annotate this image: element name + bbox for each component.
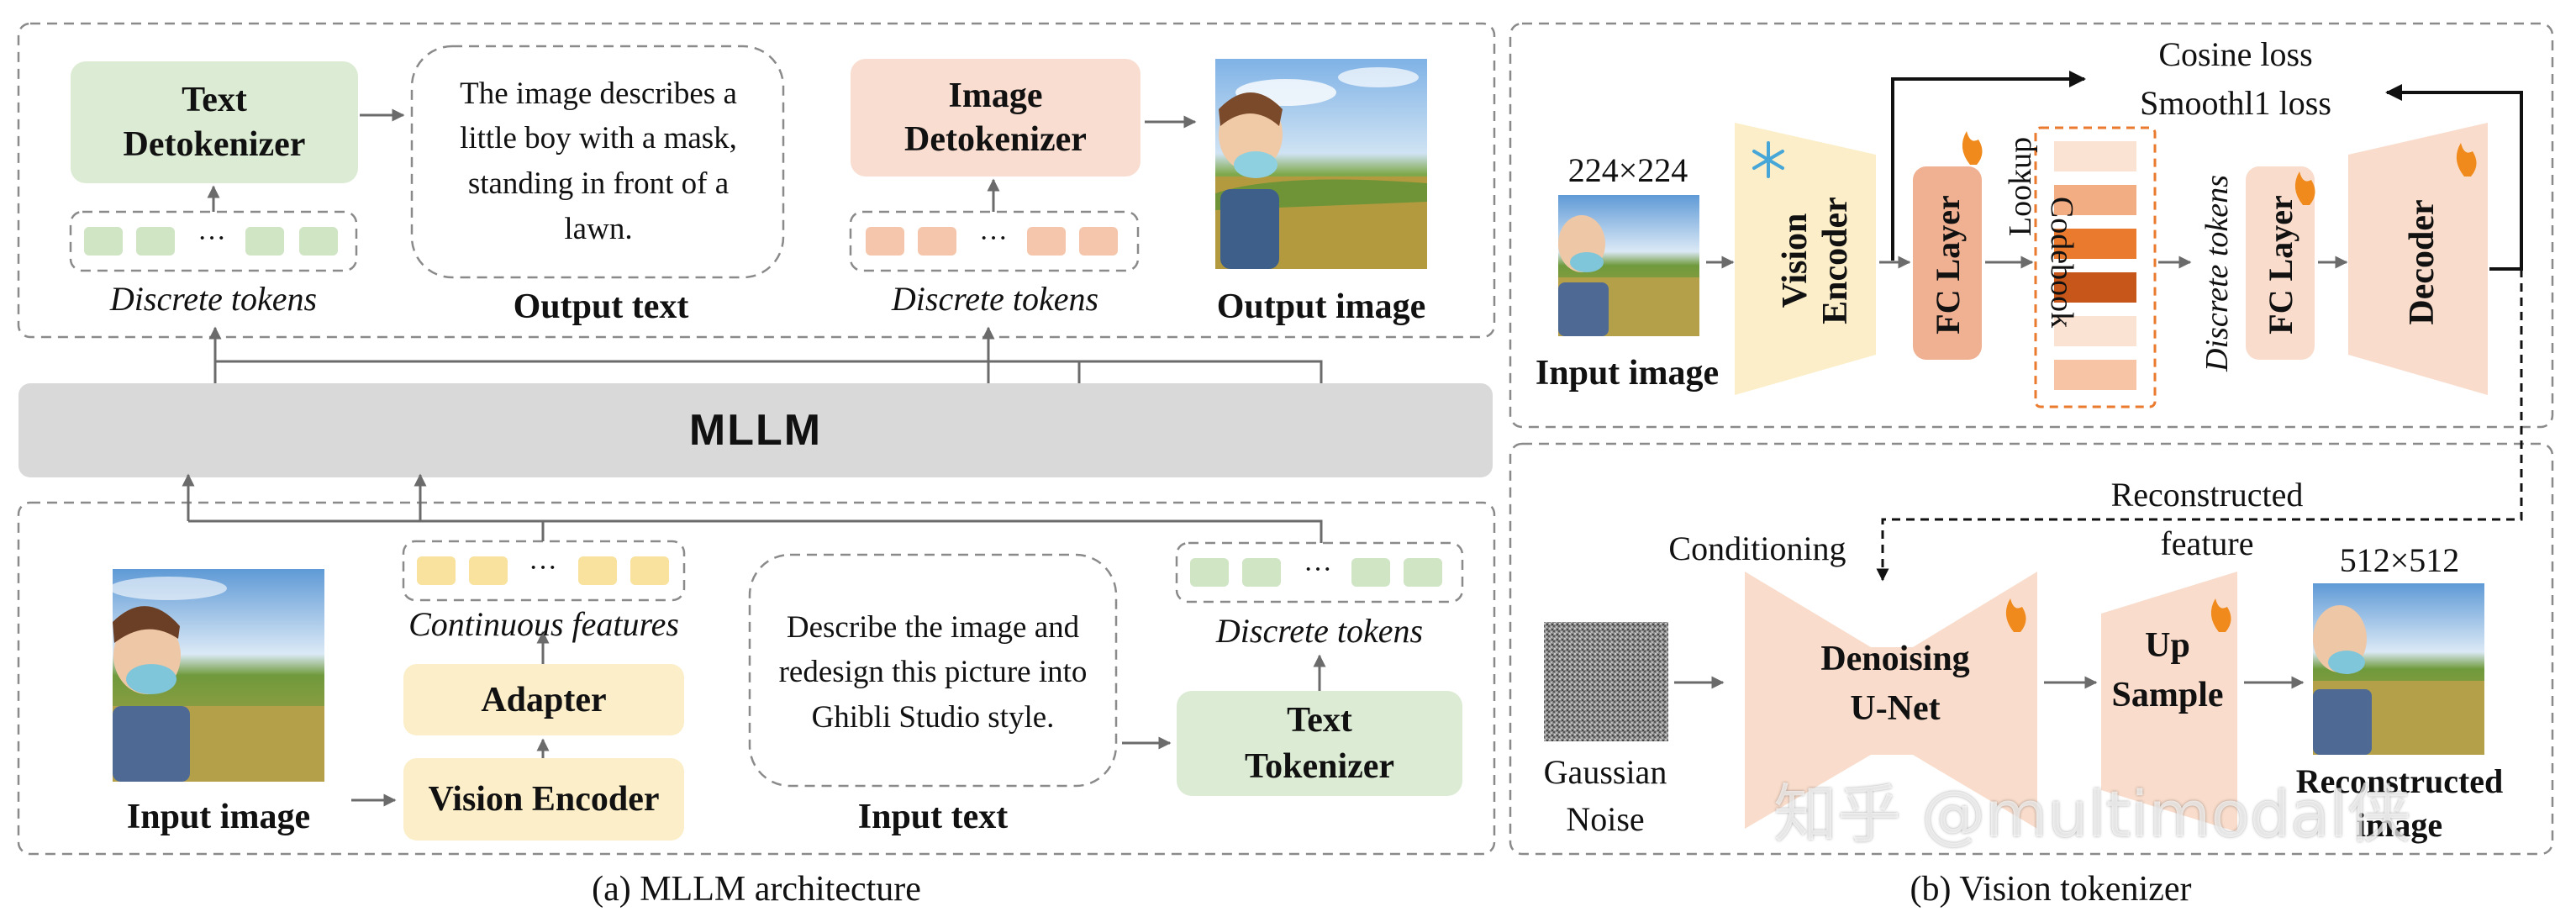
conditioning-label: Conditioning bbox=[1668, 529, 1846, 567]
decoder-label: Decoder bbox=[2403, 199, 2442, 325]
output-text-label: Output text bbox=[513, 287, 689, 326]
text-tokenizer-box bbox=[1177, 691, 1462, 796]
output-image-label: Output image bbox=[1216, 287, 1426, 326]
reconstructed-feature-label: Reconstructed feature bbox=[2110, 476, 2304, 562]
gaussian-noise-image bbox=[1544, 622, 1668, 741]
input-image-left bbox=[109, 569, 324, 782]
size-224-label: 224×224 bbox=[1567, 150, 1688, 189]
fc-layer-1-box bbox=[1913, 166, 1982, 360]
size-512-label: 512×512 bbox=[2339, 540, 2460, 579]
reconstructed-feature-arrow bbox=[1876, 269, 2523, 582]
output-region bbox=[17, 22, 1496, 339]
loss-label: Cosine loss Smoothl1 loss bbox=[2140, 35, 2331, 122]
flame-icon bbox=[1962, 131, 2477, 632]
denoising-unet-shape bbox=[1745, 572, 2037, 829]
text-detokenizer-label: Text Detokenizer bbox=[123, 81, 306, 164]
left-arrows bbox=[182, 108, 1326, 807]
codebook-label: Codebook bbox=[2044, 196, 2079, 329]
discrete-tokens-strip-green-2: ··· bbox=[1175, 541, 1464, 603]
output-image bbox=[1215, 59, 1427, 269]
fc-layer-2-label: FC Layer bbox=[2261, 195, 2299, 335]
input-image-label-right: Input image bbox=[1535, 354, 1720, 393]
svg-text:···: ··· bbox=[529, 552, 557, 583]
input-text-bubble bbox=[748, 553, 1118, 788]
snowflake-icon bbox=[1752, 141, 1784, 178]
vision-encoder-box bbox=[403, 758, 684, 841]
input-text-label: Input text bbox=[857, 798, 1009, 836]
vision-encoder-trapezoid bbox=[1735, 123, 1876, 395]
reconstructed-image-label: Reconstructed image bbox=[2295, 762, 2504, 844]
left-caption: (a) MLLM architecture bbox=[592, 870, 921, 909]
svg-text:···: ··· bbox=[979, 223, 1008, 254]
up-sample-label: Up Sample bbox=[2111, 626, 2224, 714]
input-region bbox=[17, 501, 1496, 856]
tokenizer-top-region bbox=[1509, 22, 2554, 429]
output-text-bubble bbox=[410, 45, 785, 279]
discrete-tokens-strip-green-1: ··· bbox=[69, 210, 358, 272]
loss-arrows bbox=[1891, 71, 2523, 271]
discrete-tokens-label-1: Discrete tokens bbox=[109, 279, 318, 318]
decoder-trapezoid bbox=[2348, 123, 2488, 395]
right-caption: (b) Vision tokenizer bbox=[1910, 870, 2192, 909]
input-text-content: Describe the image and redesign this pic… bbox=[778, 609, 1088, 735]
discrete-tokens-label-2: Discrete tokens bbox=[891, 279, 1099, 318]
lookup-label: Lookup bbox=[2003, 136, 2038, 237]
gaussian-noise-label: Gaussian Noise bbox=[1543, 753, 1667, 838]
input-image-right bbox=[1558, 195, 1699, 336]
right-arrows bbox=[1674, 256, 2348, 689]
output-text-content: The image describes a little boy with a … bbox=[460, 76, 737, 246]
discrete-tokens-label-3: Discrete tokens bbox=[1215, 611, 1424, 650]
denoising-unet-label: Denoising U-Net bbox=[1820, 640, 1970, 728]
fc-layer-1-label: FC Layer bbox=[1928, 195, 1967, 335]
watermark: 知乎 @multimodal侠 bbox=[1773, 777, 2411, 851]
tokenizer-bottom-region bbox=[1509, 442, 2554, 856]
adapter-box bbox=[403, 664, 684, 735]
adapter-label: Adapter bbox=[481, 680, 607, 719]
up-sample-trapezoid bbox=[2101, 572, 2237, 832]
continuous-features-label: Continuous features bbox=[408, 604, 679, 643]
discrete-tokens-vertical-label: Discrete tokens bbox=[2199, 175, 2235, 372]
text-tokenizer-label: Text Tokenizer bbox=[1244, 700, 1395, 786]
svg-text:···: ··· bbox=[1304, 554, 1332, 585]
discrete-tokens-strip-orange: ··· bbox=[849, 210, 1140, 272]
svg-text:···: ··· bbox=[198, 223, 226, 254]
mllm-block bbox=[18, 383, 1493, 477]
reconstructed-image bbox=[2313, 583, 2484, 755]
input-image-label-left: Input image bbox=[126, 798, 311, 836]
vision-encoder-label: Vision Encoder bbox=[428, 780, 660, 819]
mllm-label: MLLM bbox=[688, 406, 823, 455]
codebook bbox=[2034, 126, 2157, 408]
vision-encoder-vertical-label: Vision Encoder bbox=[1775, 197, 1855, 324]
fc-layer-2-box bbox=[2246, 166, 2315, 360]
image-detokenizer-label: Image Detokenizer bbox=[904, 76, 1087, 160]
continuous-features-strip: ··· bbox=[402, 540, 686, 602]
text-detokenizer-box bbox=[71, 61, 358, 183]
image-detokenizer-box bbox=[851, 59, 1140, 177]
